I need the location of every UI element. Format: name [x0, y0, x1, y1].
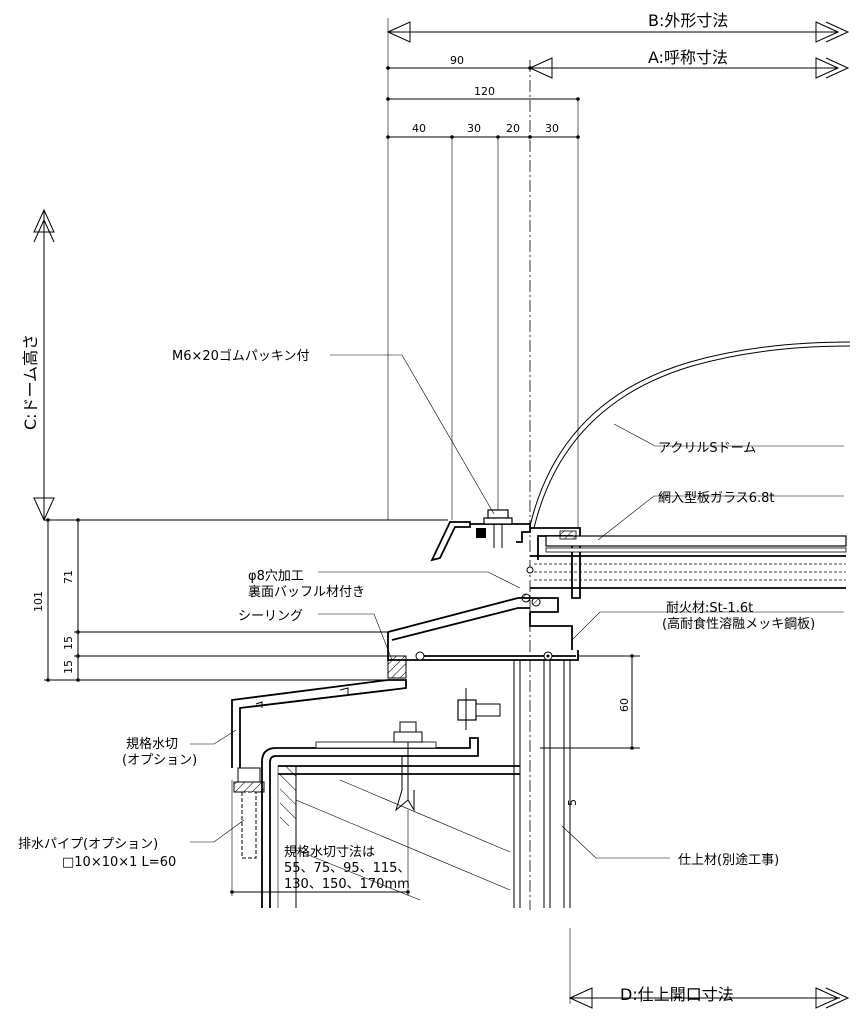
dimension-chain: 40 30 20 30 — [386, 122, 580, 139]
dimension-left-stack: 101 71 15 15 — [32, 518, 448, 682]
dim-15-b: 15 — [62, 660, 75, 674]
flashing-and-support — [231, 660, 571, 908]
dimension-120: 120 — [386, 85, 580, 101]
dim-20: 20 — [506, 122, 520, 135]
label-sealing: シーリング — [238, 609, 303, 624]
dimension-flashing-width — [230, 780, 410, 896]
dim-71: 71 — [62, 570, 75, 584]
label-flashing-sizes-2: 130、150、170mm — [284, 877, 410, 892]
label-drain-pipe: 排水パイプ(オプション) — [18, 837, 158, 852]
dimension-a-nominal: 90 A:呼称寸法 — [386, 48, 850, 79]
label-bolt: M6×20ゴムパッキン付 — [172, 348, 310, 364]
label-wired-glass: 網入型板ガラス6.8t — [658, 491, 775, 506]
label-drain-pipe-size: □10×10×1 L=60 — [62, 855, 176, 870]
dimension-d-finish-opening: D:仕上開口寸法 — [568, 928, 850, 1009]
label-d-finish-opening: D:仕上開口寸法 — [620, 985, 734, 1004]
label-hole-processing: φ8穴加工 — [248, 569, 304, 584]
dim-60: 60 — [618, 698, 631, 712]
dim-30-a: 30 — [467, 122, 481, 135]
dim-40: 40 — [412, 122, 426, 135]
label-baffle-material: 裏面バッフル材付き — [248, 585, 365, 600]
label-fire-material: 耐火材:St-1.6t — [666, 601, 753, 616]
annotations: M6×20ゴムパッキン付 アクリルSドーム 網入型板ガラス6.8t φ8穴加工 … — [18, 348, 815, 892]
dim-30-b: 30 — [545, 122, 559, 135]
dimension-c-dome-height: C:ドーム高さ — [21, 208, 55, 522]
label-c-dome-height: C:ドーム高さ — [21, 334, 40, 430]
frame-profile — [387, 509, 847, 679]
label-flashing: 規格水切 — [126, 736, 178, 752]
label-flashing-sizes-title: 規格水切寸法は — [284, 844, 375, 860]
label-acrylic-dome: アクリルSドーム — [658, 441, 756, 456]
acrylic-dome — [529, 341, 851, 529]
extension-lines — [387, 18, 579, 910]
label-finish-material: 仕上材(別途工事) — [678, 852, 779, 868]
label-b-outer-dimension: B:外形寸法 — [648, 11, 728, 30]
dim-90: 90 — [450, 54, 464, 67]
dim-101: 101 — [32, 591, 45, 612]
dimension-b-outer: B:外形寸法 — [386, 11, 850, 43]
label-flashing-sizes-1: 55、75、95、115、 — [284, 861, 410, 876]
dim-15-a: 15 — [62, 636, 75, 650]
dimension-right-60: 60 5 — [540, 654, 640, 806]
dim-120: 120 — [474, 85, 495, 98]
label-a-nominal-dimension: A:呼称寸法 — [648, 48, 728, 67]
label-flashing-option: (オプション) — [122, 753, 197, 768]
dim-5: 5 — [566, 799, 579, 806]
leader-lines — [190, 354, 844, 859]
label-fire-material-spec: (高耐食性溶融メッキ鋼板) — [662, 616, 815, 632]
